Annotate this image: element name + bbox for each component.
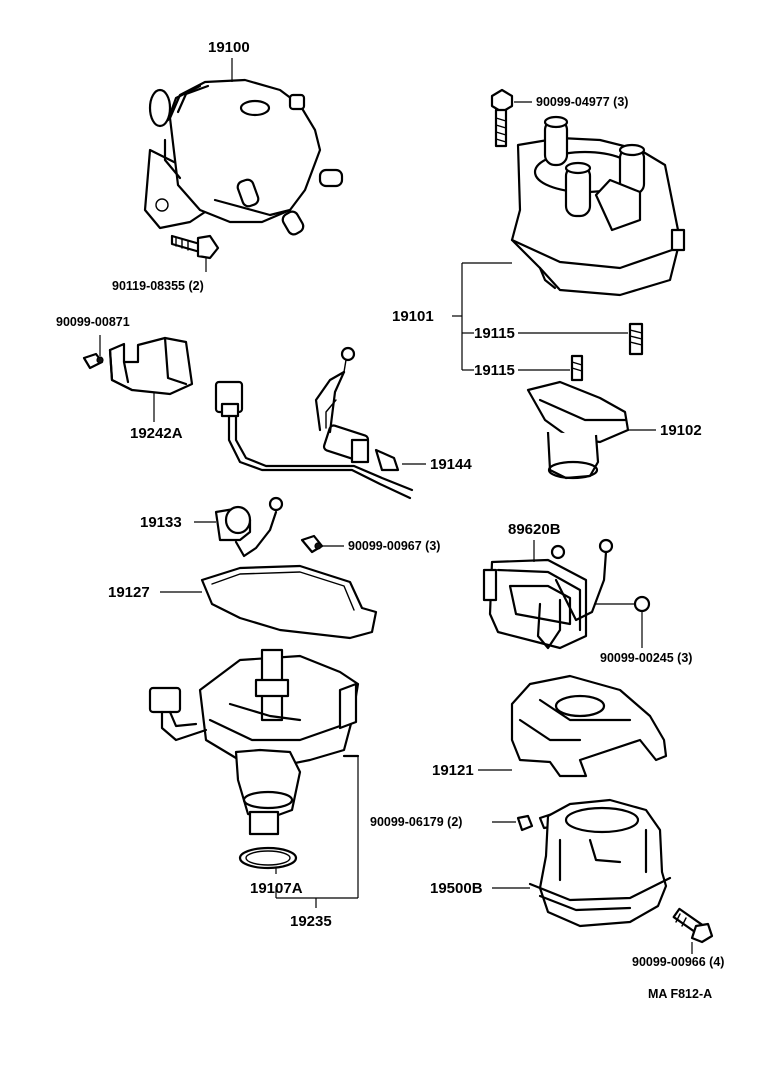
distributor-assembly-19100: 19100 (143, 39, 344, 236)
bolt-90099-04977: 90099-04977 (3) (490, 88, 628, 148)
nut-90099-06179: 90099-06179 (2) (370, 812, 558, 832)
label-19242A: 19242A (130, 425, 183, 442)
label-19127: 19127 (108, 584, 150, 601)
label-19101: 19101 (392, 308, 434, 325)
spring-19115-upper: 19115 (462, 322, 644, 356)
label-19115-upper: 19115 (474, 325, 515, 342)
housing-19500B: 19500B (430, 798, 672, 928)
cover-19242A: 19242A (108, 336, 194, 442)
label-90099-06179: 90099-06179 (2) (370, 815, 462, 829)
label-19100: 19100 (208, 39, 250, 56)
label-90099-00871: 90099-00871 (56, 315, 130, 329)
label-90099-00245: 90099-00245 (3) (600, 651, 692, 665)
washer-90099-00245: 90099-00245 (3) (594, 595, 692, 665)
bolt-90099-00966: 90099-00966 (4) (632, 907, 724, 969)
label-90099-00967: 90099-00967 (3) (348, 539, 440, 553)
housing-19235: 19235 (148, 648, 360, 930)
label-19121: 19121 (432, 762, 474, 779)
o-ring-19107A: 19107A (238, 846, 303, 897)
wire-harness-19144: 19144 (214, 346, 472, 500)
cover-19121: 19121 (432, 674, 668, 779)
label-19144: 19144 (430, 456, 472, 473)
figure-code: MA F812-A (648, 987, 712, 1001)
label-90119-08355: 90119-08355 (2) (112, 279, 204, 293)
label-90099-04977: 90099-04977 (3) (536, 95, 628, 109)
screw-90099-00967: 90099-00967 (3) (300, 534, 440, 554)
distributor-cap-19101: 19101 (392, 115, 686, 370)
label-19107A: 19107A (250, 880, 303, 897)
label-19102: 19102 (660, 422, 702, 439)
label-89620B: 89620B (508, 521, 561, 538)
label-19500B: 19500B (430, 880, 483, 897)
label-19235: 19235 (290, 913, 332, 930)
igniter-89620B: 89620B (482, 521, 614, 650)
rotor-19102: 19102 (526, 380, 702, 480)
screw-90119-08355: 90119-08355 (2) (112, 234, 220, 293)
carbon-19115-lower: 19115 (462, 354, 584, 382)
label-19133: 19133 (140, 514, 182, 531)
gasket-19127: 19127 (108, 564, 378, 640)
condenser-19133: 19133 (140, 496, 284, 558)
label-90099-00966: 90099-00966 (4) (632, 955, 724, 969)
screw-90099-00871: 90099-00871 (56, 315, 130, 370)
label-19115-lower: 19115 (474, 362, 515, 379)
